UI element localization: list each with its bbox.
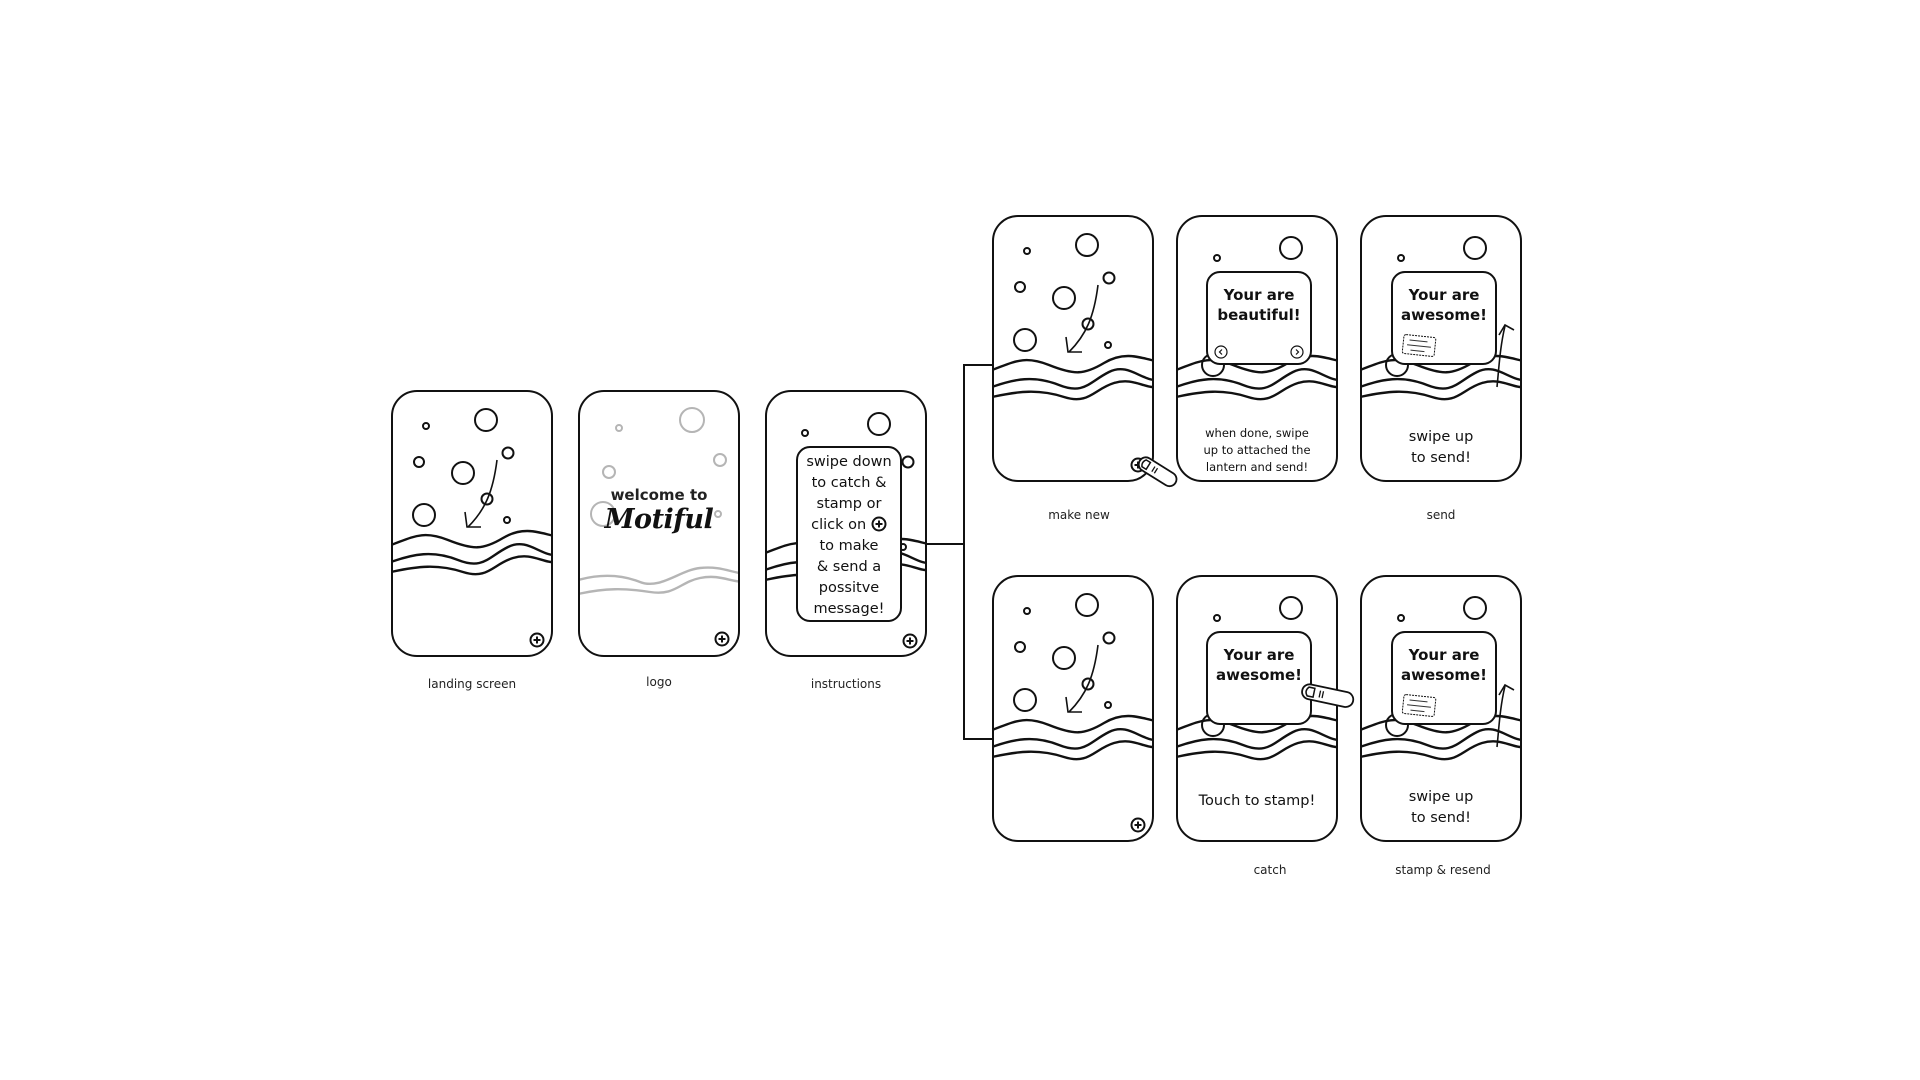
send-instructions-line: swipe up (1408, 789, 1474, 805)
instructions-card: swipe down to catch & stamp or click on … (796, 446, 902, 622)
message-title-line: awesome! (1400, 306, 1488, 324)
instructions-line: click on (798, 515, 900, 536)
caption-catch: catch (1253, 863, 1287, 877)
bubbles-decoration (412, 408, 515, 527)
instructions-line: message! (813, 601, 885, 617)
plus-circle-icon (871, 516, 887, 532)
screen-instructions: swipe down to catch & stamp or click on … (765, 390, 927, 657)
screen-landing (391, 390, 553, 657)
plus-circle-icon[interactable] (902, 633, 918, 649)
send-instructions-line: swipe up (1408, 429, 1474, 445)
send-instructions: swipe up to send! (1362, 787, 1520, 829)
send-instructions-line: to send! (1411, 450, 1471, 466)
chevron-left-icon[interactable] (1214, 345, 1228, 359)
waves-decoration (994, 354, 1152, 401)
swipe-down-arrow-icon (1065, 284, 1099, 353)
swipe-down-arrow-icon (1065, 644, 1099, 713)
stamp-instructions: Touch to stamp! (1198, 793, 1316, 809)
plus-circle-icon[interactable] (714, 631, 730, 647)
instructions-text: swipe down to catch & stamp or click on … (798, 452, 900, 620)
message-card[interactable]: Your are awesome! (1206, 631, 1312, 725)
swipe-down-arrow-icon (464, 459, 498, 528)
flow-connector (963, 364, 965, 740)
postage-stamp-icon (1401, 694, 1437, 717)
instructions-line: possitve (818, 580, 880, 596)
screen-browse (992, 575, 1154, 842)
screen-send: Your are awesome! swipe up to send! (1360, 215, 1522, 482)
plus-circle-icon[interactable] (529, 632, 545, 648)
plus-circle-icon[interactable] (1130, 457, 1146, 473)
caption-send: send (1426, 508, 1456, 522)
welcome-text: welcome to (610, 486, 708, 504)
brand-logo: Motiful (604, 504, 714, 535)
faded-waves-decoration (580, 566, 738, 595)
bubbles-decoration (1013, 593, 1116, 712)
caption-stamp-resend: stamp & resend (1395, 863, 1491, 877)
instructions-line: to make (819, 538, 879, 554)
message-title-line: awesome! (1400, 666, 1488, 684)
screen-catch: Your are awesome! Touch to stamp! (1176, 575, 1338, 842)
send-instructions: swipe up to send! (1362, 427, 1520, 469)
flow-connector (927, 543, 965, 545)
message-title-line: Your are (1223, 646, 1295, 664)
faded-bubbles-decoration (590, 407, 727, 527)
swipe-up-arrow-icon (1496, 683, 1515, 748)
message-title-line: Your are (1408, 646, 1480, 664)
compose-instructions-line: when done, swipe (1205, 426, 1309, 440)
chevron-right-icon[interactable] (1290, 345, 1304, 359)
screen-make-new (992, 215, 1154, 482)
message-card: Your are beautiful! (1206, 271, 1312, 365)
flow-connector (963, 364, 993, 366)
instructions-line: & send a (816, 559, 882, 575)
plus-circle-icon[interactable] (1130, 817, 1146, 833)
waves-decoration (994, 714, 1152, 761)
compose-instructions-line: lantern and send! (1205, 460, 1309, 474)
instructions-line: swipe down (806, 454, 892, 470)
swipe-up-arrow-icon (1496, 323, 1515, 388)
postage-stamp-icon (1401, 334, 1437, 357)
caption-landing: landing screen (427, 677, 517, 691)
bubbles-decoration (1013, 233, 1116, 352)
instructions-line: to catch & (811, 475, 887, 491)
screen-logo: welcome to Motiful (578, 390, 740, 657)
message-title-line: Your are (1223, 286, 1295, 304)
compose-instructions: when done, swipe up to attached the lant… (1178, 425, 1336, 476)
message-title-line: awesome! (1215, 666, 1303, 684)
message-card: Your are awesome! (1391, 271, 1497, 365)
flow-connector (963, 738, 993, 740)
send-instructions-line: to send! (1411, 810, 1471, 826)
screen-compose: Your are beautiful! when done, swipe up … (1176, 215, 1338, 482)
message-title-line: Your are (1408, 286, 1480, 304)
compose-instructions-line: up to attached the (1203, 443, 1311, 457)
message-title-line: beautiful! (1217, 306, 1301, 324)
caption-instructions: instructions (810, 677, 882, 691)
caption-make-new: make new (1048, 508, 1110, 522)
message-card: Your are awesome! (1391, 631, 1497, 725)
caption-logo: logo (646, 675, 672, 689)
instructions-line: stamp or (816, 496, 882, 512)
waves-decoration (393, 529, 551, 576)
screen-stamp-resend: Your are awesome! swipe up to send! (1360, 575, 1522, 842)
